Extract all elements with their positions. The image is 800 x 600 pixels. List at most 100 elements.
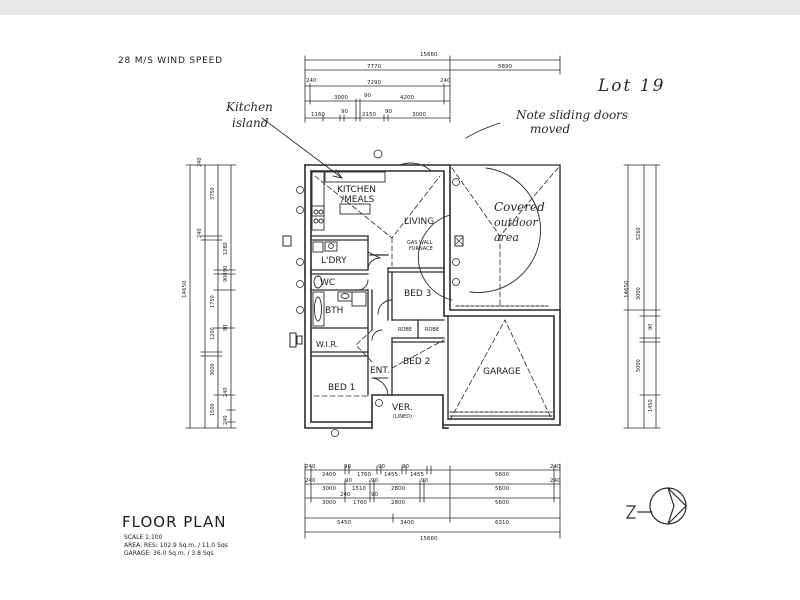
dim-left-mark: 240 bbox=[197, 157, 203, 167]
room-laundry-label: L'DRY bbox=[321, 256, 347, 266]
dim-top-row2-1: 7290 bbox=[367, 80, 381, 86]
room-kitchen-label-line1: KITCHEN bbox=[337, 185, 376, 195]
dim-bottom-row3-3: 90 bbox=[371, 492, 378, 498]
dim-bottom-row4-2: 6310 bbox=[495, 520, 509, 526]
dim-bottom-row3-4: 2800 bbox=[391, 500, 405, 506]
gas-heater-label-line1: GAS WALL bbox=[407, 240, 433, 246]
kitchen-island-arrowhead bbox=[332, 169, 343, 179]
dim-bottom-row4-1: 3400 bbox=[400, 520, 414, 526]
wet-area-fixtures bbox=[312, 241, 367, 327]
room-wc-label: WC bbox=[320, 278, 336, 288]
dim-left-mark: 1500 bbox=[210, 403, 216, 416]
dim-bottom-row2-2: 90 bbox=[345, 478, 352, 484]
sliding-doors-note-line1: Note sliding doors bbox=[516, 108, 629, 122]
covered-area-note-line2: outdoor bbox=[494, 216, 538, 229]
dim-left-mark: 1280 bbox=[223, 242, 229, 255]
dim-bottom-row2-6: 90 bbox=[421, 478, 428, 484]
dim-bottom-row4-0: 5450 bbox=[337, 520, 351, 526]
kitchen-benches bbox=[311, 171, 386, 231]
dim-bottom-row2-7: 5600 bbox=[495, 486, 509, 492]
interior-walls bbox=[310, 235, 449, 420]
kitchen-island-arrow bbox=[261, 117, 343, 179]
left-window-tabs bbox=[282, 235, 303, 348]
sliding-doors-note-line2: moved bbox=[530, 122, 571, 136]
kitchen-island-note-line1: Kitchen bbox=[226, 100, 273, 114]
dim-bottom-row1-0: 240 bbox=[305, 464, 316, 470]
covered-area-note-line1: Covered bbox=[494, 200, 545, 214]
dim-left-mark: 90 bbox=[223, 266, 229, 272]
dim-top-row4-0: 1160 bbox=[311, 112, 325, 118]
room-living-label: LIVING bbox=[404, 217, 435, 227]
door-swings bbox=[357, 162, 541, 396]
dim-bottom-row1-9: 240 bbox=[550, 464, 561, 470]
dim-bottom-row2-1: 3000 bbox=[322, 486, 336, 492]
dim-top-row1-0: 7770 bbox=[367, 64, 381, 70]
area-residence-label: AREA: RES: 102.9 Sq.m. / 11.0 Sqs bbox=[124, 542, 228, 549]
dim-bottom-row1-2: 90 bbox=[344, 464, 351, 470]
room-bed2-label: BED 2 bbox=[403, 357, 431, 367]
dim-bottom-row3-0: 3000 bbox=[322, 500, 336, 506]
dim-top-overall: 15660 bbox=[420, 52, 438, 58]
dim-top-row4-3: 90 bbox=[385, 109, 392, 115]
dim-left-mark: 90 bbox=[223, 325, 229, 331]
floor-plan-title: FLOOR PLAN bbox=[122, 513, 227, 531]
room-entry-label: ENT. bbox=[370, 366, 390, 376]
room-kitchen-label-line2: /MEALS bbox=[341, 195, 375, 205]
north-arrow-icon bbox=[625, 487, 687, 525]
dim-left-mark: 1750 bbox=[210, 295, 216, 308]
dim-bottom-row1-1: 2400 bbox=[322, 472, 336, 478]
dim-left-mark: 900 bbox=[223, 272, 229, 282]
robe-label-1: ROBE bbox=[398, 327, 412, 333]
room-bed1-label: BED 1 bbox=[328, 383, 356, 393]
scale-label: SCALE 1:100 bbox=[124, 534, 163, 541]
bottom-dimension-lines bbox=[304, 463, 561, 539]
sliding-doors bbox=[449, 305, 553, 417]
dim-top-row4-4: 3000 bbox=[412, 112, 426, 118]
room-bed3-label: BED 3 bbox=[404, 289, 432, 299]
room-verandah-label-line2: (LINED) bbox=[393, 414, 412, 420]
dim-top-row3-2: 4200 bbox=[400, 95, 414, 101]
dim-bottom-row1-4: 90 bbox=[378, 464, 385, 470]
dim-bottom-row3-1: 240 bbox=[340, 492, 351, 498]
dim-right-mark: 5000 bbox=[636, 359, 642, 372]
room-bath-label: BTH bbox=[325, 306, 344, 316]
dim-bottom-row1-8: 5600 bbox=[495, 472, 509, 478]
robe-label-2: ROBE bbox=[425, 327, 439, 333]
left-dim-marks: 2403750240128090900175090120036002401500… bbox=[197, 157, 229, 425]
dim-left-overall: 14650 bbox=[182, 280, 188, 298]
left-dimension-lines bbox=[185, 164, 237, 429]
dim-right-mark: 90 bbox=[648, 324, 654, 330]
right-window-tabs bbox=[454, 235, 464, 247]
dim-bottom-overall: 15660 bbox=[420, 536, 438, 542]
dim-bottom-row2-4: 90 bbox=[371, 478, 378, 484]
dim-top-row2-2: 240 bbox=[440, 78, 451, 84]
dim-top-row3-0: 3000 bbox=[334, 95, 348, 101]
room-wir-label: W.I.R. bbox=[316, 340, 339, 349]
lot-number-label: Lot 19 bbox=[598, 76, 666, 96]
room-garage-label: GARAGE bbox=[483, 367, 521, 377]
dim-left-mark: 240 bbox=[223, 387, 229, 397]
dim-bottom-row2-8: 240 bbox=[550, 478, 561, 484]
gas-heater-label-line2: FURNACE bbox=[409, 246, 433, 252]
dim-top-row2-0: 240 bbox=[306, 78, 317, 84]
dim-left-mark: 240 bbox=[223, 415, 229, 425]
dim-left-mark: 240 bbox=[197, 228, 203, 238]
wind-speed-label: 28 M/S WIND SPEED bbox=[118, 56, 223, 66]
dim-right-mark: 5260 bbox=[636, 227, 642, 240]
dim-bottom-row2-5: 2800 bbox=[391, 486, 405, 492]
area-garage-label: GARAGE: 36.0 Sq.m. / 3.8 Sqs bbox=[124, 550, 214, 557]
dim-left-mark: 3750 bbox=[210, 187, 216, 200]
dim-right-overall: 14650 bbox=[624, 280, 630, 298]
dim-bottom-row2-0: 240 bbox=[305, 478, 316, 484]
dashed-ceiling-lines bbox=[313, 167, 559, 421]
dim-bottom-row3-5: 5600 bbox=[495, 500, 509, 506]
covered-outdoor-outline bbox=[449, 164, 561, 311]
dim-bottom-row1-7: 1455 bbox=[410, 472, 424, 478]
dim-left-mark: 3600 bbox=[210, 363, 216, 376]
dim-bottom-row1-3: 1760 bbox=[357, 472, 371, 478]
dim-top-row1-1: 5890 bbox=[498, 64, 512, 70]
sliding-note-arrow bbox=[465, 122, 501, 139]
dim-right-mark: 3000 bbox=[636, 287, 642, 300]
